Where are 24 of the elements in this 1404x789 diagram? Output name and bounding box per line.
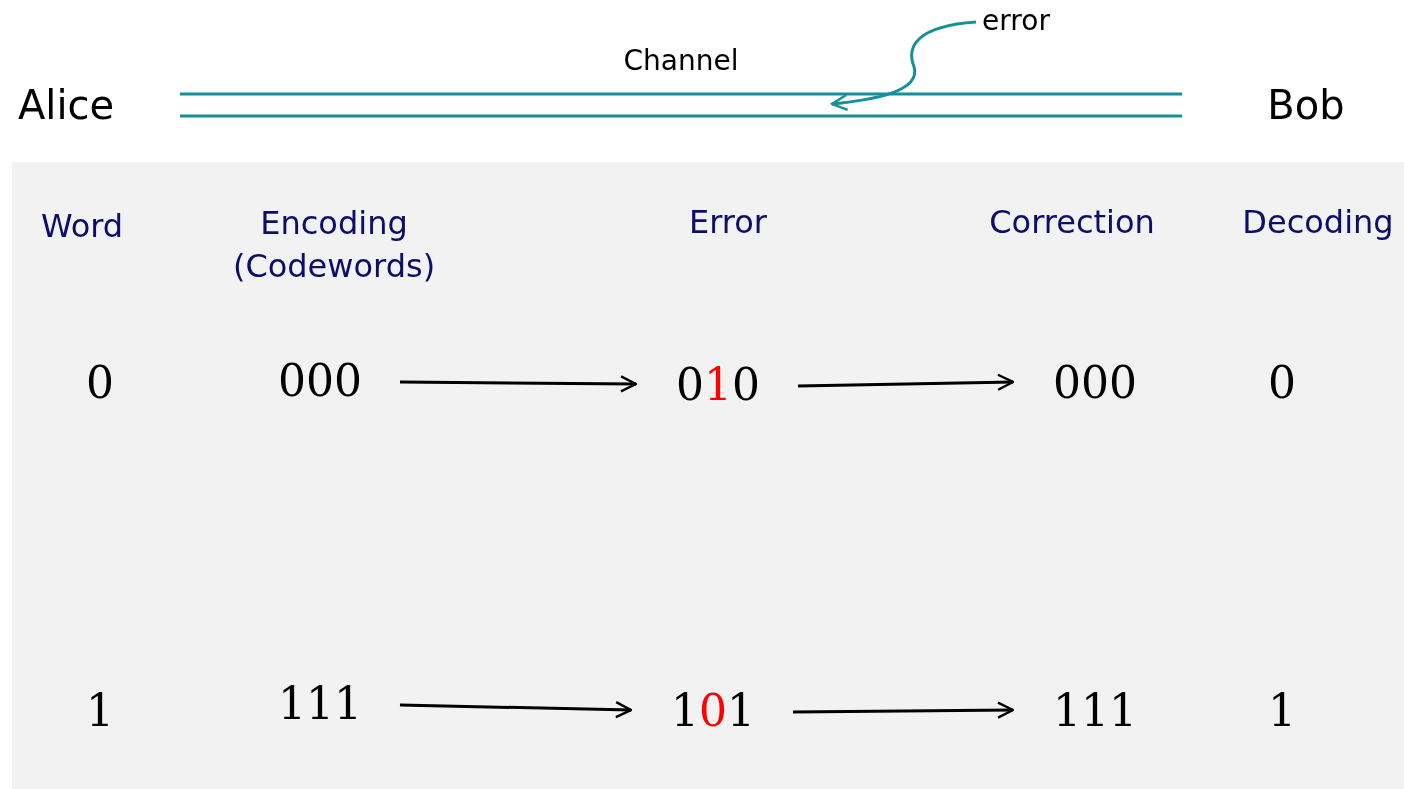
corrected-word-text: 111	[1053, 684, 1137, 736]
received-word-text: 101	[671, 684, 755, 736]
column-header: Encoding (Codewords)	[231, 202, 437, 287]
column-header: Decoding	[1242, 203, 1394, 241]
column-header: Correction	[989, 203, 1155, 241]
arrow	[830, 20, 977, 112]
received-word-text: 010	[676, 358, 760, 410]
party-label: Bob	[1267, 82, 1345, 128]
corrected-word-text: 000	[1053, 356, 1137, 408]
bit-label: 0	[86, 356, 114, 408]
channel-band: Channel	[180, 44, 1182, 120]
arrow	[399, 375, 638, 393]
party-label: Alice	[17, 82, 115, 128]
annotation-text: error	[982, 3, 1050, 37]
bit-label: 1	[1268, 684, 1296, 736]
bit-label: 0	[1268, 356, 1296, 408]
column-header: Error	[689, 203, 767, 241]
arrow	[797, 373, 1015, 391]
arrow	[793, 701, 1015, 719]
codeword-text: 111	[278, 677, 362, 729]
codeword-text: 000	[278, 354, 362, 406]
bit-label: 1	[86, 684, 114, 736]
arrow	[399, 701, 633, 719]
column-header: Word	[40, 207, 124, 245]
